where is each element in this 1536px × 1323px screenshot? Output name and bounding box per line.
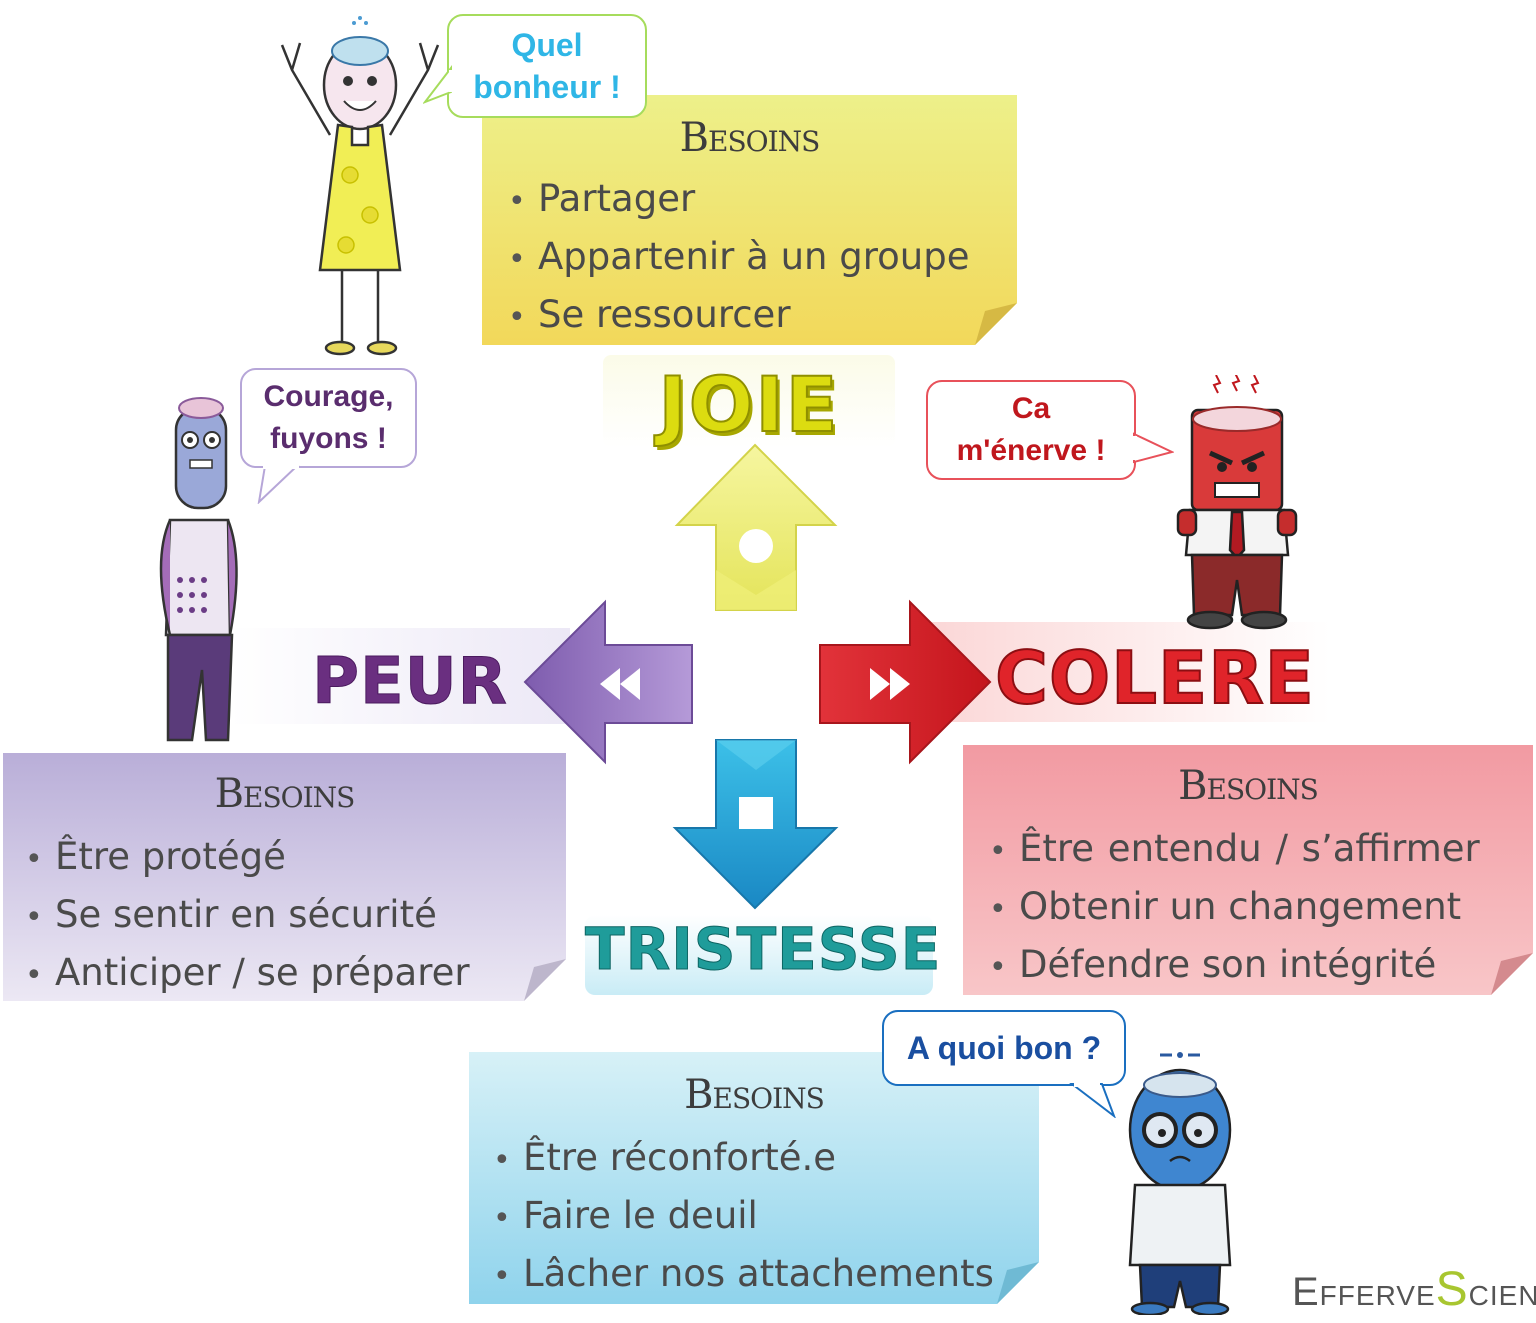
colere-speech-text: Ca m'énerve ! [956, 392, 1106, 467]
tristesse-glow [585, 915, 933, 995]
joie-label: JOIE [657, 359, 840, 450]
left-arrow-icon [523, 599, 693, 765]
center-arrows [523, 443, 992, 910]
tristesse-needs-list: Être réconforté.e Faire le deuil Lâcher … [493, 1130, 994, 1304]
colere-character-illustration [1176, 375, 1298, 630]
logo-part1: Efferve [1292, 1270, 1436, 1314]
peur-need: Être protégé [25, 829, 470, 887]
bubble-tail [257, 464, 300, 504]
colere-need: Obtenir un changement [989, 879, 1480, 937]
colere-needs-note: Besoins Être entendu / s’affirmer Obteni… [963, 745, 1533, 995]
peur-speech-bubble: Courage, fuyons ! [240, 368, 417, 468]
joie-character-illustration [280, 16, 440, 356]
tristesse-character-illustration [1128, 1052, 1232, 1315]
peur-need: Se sentir en sécurité [25, 887, 470, 945]
efferve-science-logo: EfferveScience [1292, 1262, 1536, 1317]
colere-needs-list: Être entendu / s’affirmer Obtenir un cha… [989, 821, 1480, 995]
tristesse-speech-bubble: A quoi bon ? [882, 1010, 1126, 1086]
tristesse-need: Être réconforté.e [493, 1130, 994, 1188]
joie-speech-text: Quel bonheur ! [473, 27, 621, 105]
down-arrow-icon [672, 739, 839, 910]
colere-speech-bubble: Ca m'énerve ! [926, 380, 1136, 480]
peur-needs-list: Être protégé Se sentir en sécurité Antic… [25, 829, 470, 1003]
logo-letter: S [1435, 1263, 1469, 1316]
peur-label: PEUR [312, 645, 508, 720]
colere-label: COLERE [994, 635, 1315, 721]
joie-glow [603, 355, 895, 447]
note-fold-corner [1491, 953, 1533, 995]
joie-need: Se ressourcer [508, 287, 969, 345]
tristesse-need: Lâcher nos attachements [493, 1246, 994, 1304]
right-arrow-icon [819, 599, 992, 765]
tristesse-label: TRISTESSE [585, 915, 942, 984]
tristesse-need: Faire le deuil [493, 1188, 994, 1246]
note-fold-corner [997, 1262, 1039, 1304]
note-fold-corner [524, 959, 566, 1001]
colere-glow [930, 622, 1330, 722]
joie-needs-title: Besoins [679, 115, 821, 161]
logo-part2: cience [1468, 1270, 1536, 1314]
note-fold-corner [975, 303, 1017, 345]
joie-speech-bubble: Quel bonheur ! [447, 14, 647, 118]
tristesse-speech-text: A quoi bon ? [906, 1029, 1102, 1066]
joie-needs-list: Partager Appartenir à un groupe Se resso… [508, 171, 969, 345]
peur-need: Anticiper / se préparer [25, 945, 470, 1003]
peur-speech-text: Courage, fuyons ! [263, 380, 394, 455]
joie-need: Partager [508, 171, 969, 229]
tristesse-needs-title: Besoins [684, 1072, 825, 1118]
colere-needs-title: Besoins [1178, 763, 1319, 809]
peur-glow [230, 628, 570, 724]
joie-needs-note: Besoins Partager Appartenir à un groupe … [482, 95, 1017, 345]
peur-needs-title: Besoins [214, 771, 356, 817]
peur-character-illustration [159, 397, 238, 742]
colere-need: Être entendu / s’affirmer [989, 821, 1480, 879]
joie-need: Appartenir à un groupe [508, 229, 969, 287]
bubble-tail [1132, 432, 1174, 464]
peur-needs-note: Besoins Être protégé Se sentir en sécuri… [3, 753, 566, 1001]
bubble-tail [423, 65, 453, 104]
tristesse-needs-note: Besoins Être réconforté.e Faire le deuil… [469, 1052, 1039, 1304]
colere-need: Défendre son intégrité [989, 937, 1480, 995]
up-arrow-icon [674, 443, 838, 611]
bubble-tail [1069, 1082, 1116, 1118]
